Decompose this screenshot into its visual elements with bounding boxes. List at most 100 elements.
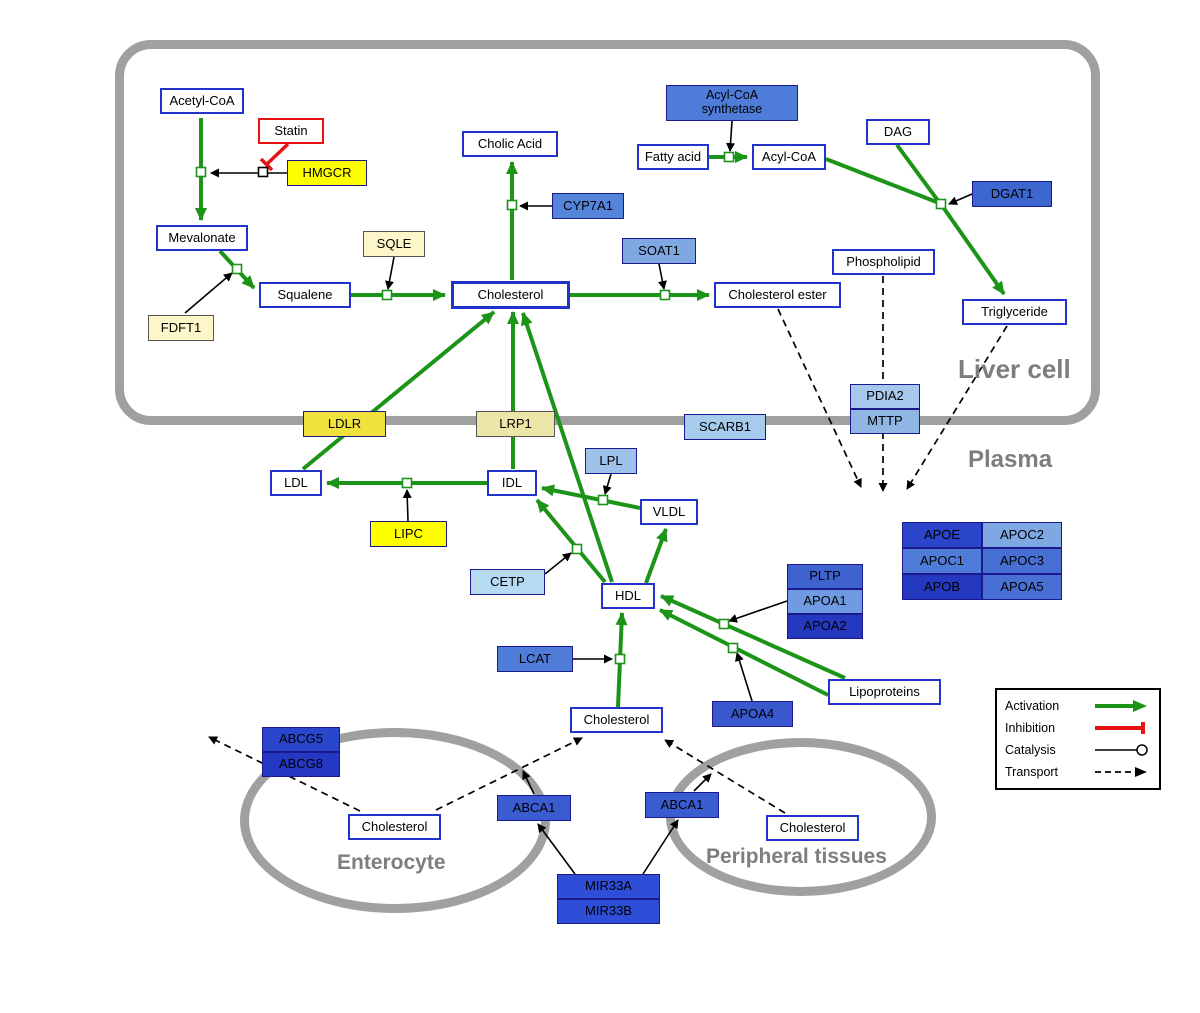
node-apoa1[interactable]: APOA1 — [787, 589, 863, 614]
node-cholesterol-ester[interactable]: Cholesterol ester — [714, 282, 841, 308]
node-acetyl-coa[interactable]: Acetyl-CoA — [160, 88, 244, 114]
node-abca1-enterocyte[interactable]: ABCA1 — [497, 795, 571, 821]
node-mevalonate[interactable]: Mevalonate — [156, 225, 248, 251]
edge-hdl-cholesterol — [521, 312, 614, 583]
node-apob[interactable]: APOB — [902, 574, 982, 600]
node-lrp1[interactable]: LRP1 — [476, 411, 555, 437]
node-lipoproteins[interactable]: Lipoproteins — [828, 679, 941, 705]
node-hdl[interactable]: HDL — [601, 583, 655, 609]
node-cholesterol-enterocyte[interactable]: Cholesterol — [348, 814, 441, 840]
catalysis-circle-icon — [1095, 744, 1148, 756]
edge-fdft1-catalysis — [184, 272, 233, 314]
legend: Activation Inhibition Catalysis Transpor… — [995, 688, 1161, 790]
edge-pltp-apoa-catalysis — [728, 600, 788, 623]
legend-transport-label: Transport — [1005, 765, 1059, 779]
node-lcat[interactable]: LCAT — [497, 646, 573, 672]
legend-activation-label: Activation — [1005, 699, 1060, 713]
edge-cetp-catalysis — [544, 552, 572, 575]
node-abca1-peripheral[interactable]: ABCA1 — [645, 792, 719, 818]
node-abcg5[interactable]: ABCG5 — [262, 727, 340, 752]
node-scarb1[interactable]: SCARB1 — [684, 414, 766, 440]
edge-lipoproteins-hdl-lower — [659, 608, 829, 697]
node-dag[interactable]: DAG — [866, 119, 930, 145]
edge-lpl-catalysis — [602, 473, 612, 495]
edge-acylcoasynthetase-catalysis — [726, 120, 736, 152]
node-triglyceride[interactable]: Triglyceride — [962, 299, 1067, 325]
node-apoa2[interactable]: APOA2 — [787, 614, 863, 639]
edge-statin-inhibits-hmgcr — [265, 142, 290, 166]
legend-item-transport: Transport — [1005, 762, 1151, 782]
liver-cell-compartment — [115, 40, 1100, 425]
node-phospholipid[interactable]: Phospholipid — [832, 249, 935, 275]
activation-arrow-icon — [1095, 700, 1147, 712]
node-mttp[interactable]: MTTP — [850, 409, 920, 434]
legend-inhibition-label: Inhibition — [1005, 721, 1056, 735]
edge-sqle-catalysis — [385, 256, 395, 290]
node-acyl-coa-synthetase[interactable]: Acyl-CoA synthetase — [666, 85, 798, 121]
edge-junction-triglyceride — [941, 205, 1006, 296]
node-fdft1[interactable]: FDFT1 — [148, 315, 214, 341]
node-apoa4[interactable]: APOA4 — [712, 701, 793, 727]
edge-mir33-abca1-right — [642, 819, 679, 875]
node-apoc3[interactable]: APOC3 — [982, 548, 1062, 574]
legend-catalysis-label: Catalysis — [1005, 743, 1056, 757]
edge-soat1-catalysis — [658, 263, 667, 290]
edge-lipc-catalysis — [402, 489, 412, 522]
edge-ldl-cholesterol — [301, 310, 496, 471]
edge-hdl-vldl — [644, 528, 668, 584]
inhibition-edge — [259, 142, 290, 172]
node-apoe[interactable]: APOE — [902, 522, 982, 548]
node-apoa5[interactable]: APOA5 — [982, 574, 1062, 600]
liver-cell-label: Liver cell — [958, 354, 1071, 384]
edge-dag-junction — [895, 143, 941, 204]
node-lipc[interactable]: LIPC — [370, 521, 447, 547]
edge-abca1right-transport — [693, 773, 712, 792]
catalysis-edges — [184, 120, 973, 875]
node-cholesterol-peripheral[interactable]: Cholesterol — [766, 815, 859, 841]
node-fatty-acid[interactable]: Fatty acid — [637, 144, 709, 170]
node-mir33a[interactable]: MIR33A — [557, 874, 660, 899]
node-dgat1[interactable]: DGAT1 — [972, 181, 1052, 207]
node-idl[interactable]: IDL — [487, 470, 537, 496]
edge-cholesterolester-secretion — [777, 308, 862, 488]
legend-item-catalysis: Catalysis — [1005, 740, 1151, 760]
anchor-squares — [195, 151, 947, 665]
transport-dashed-arrow-icon — [1095, 767, 1147, 777]
peripheral-tissues-label: Peripheral tissues — [706, 845, 887, 868]
node-lpl[interactable]: LPL — [585, 448, 637, 474]
node-apoc1[interactable]: APOC1 — [902, 548, 982, 574]
node-sqle[interactable]: SQLE — [363, 231, 425, 257]
node-pltp[interactable]: PLTP — [787, 564, 863, 589]
node-soat1[interactable]: SOAT1 — [622, 238, 696, 264]
node-cetp[interactable]: CETP — [470, 569, 545, 595]
node-statin[interactable]: Statin — [258, 118, 324, 144]
node-acyl-coa[interactable]: Acyl-CoA — [752, 144, 826, 170]
node-pdia2[interactable]: PDIA2 — [850, 384, 920, 409]
edge-abca1left-transport — [522, 770, 535, 795]
node-vldl[interactable]: VLDL — [640, 499, 698, 525]
node-cholic-acid[interactable]: Cholic Acid — [462, 131, 558, 157]
edge-acylcoa-junction — [825, 157, 940, 205]
node-cholesterol-plasma[interactable]: Cholesterol — [570, 707, 663, 733]
node-hmgcr[interactable]: HMGCR — [287, 160, 367, 186]
node-cholesterol-liver[interactable]: Cholesterol — [451, 281, 570, 309]
legend-item-inhibition: Inhibition — [1005, 718, 1151, 738]
node-mir33b[interactable]: MIR33B — [557, 899, 660, 924]
node-apoc2[interactable]: APOC2 — [982, 522, 1062, 548]
edge-hdl-idl — [535, 498, 607, 584]
edge-vldl-idl — [541, 484, 641, 510]
node-ldlr[interactable]: LDLR — [303, 411, 386, 437]
plasma-label: Plasma — [968, 446, 1053, 473]
inhibition-tee-icon — [1095, 722, 1145, 734]
edge-mir33-abca1-left — [537, 823, 576, 875]
node-abcg8[interactable]: ABCG8 — [262, 752, 340, 777]
edge-apoa4-catalysis — [735, 652, 753, 702]
edge-triglyceride-secretion — [906, 325, 1008, 490]
node-ldl[interactable]: LDL — [270, 470, 322, 496]
edge-enterocyte-cholesterol-efflux — [435, 737, 583, 811]
node-squalene[interactable]: Squalene — [259, 282, 351, 308]
legend-item-activation: Activation — [1005, 696, 1151, 716]
node-cyp7a1[interactable]: CYP7A1 — [552, 193, 624, 219]
